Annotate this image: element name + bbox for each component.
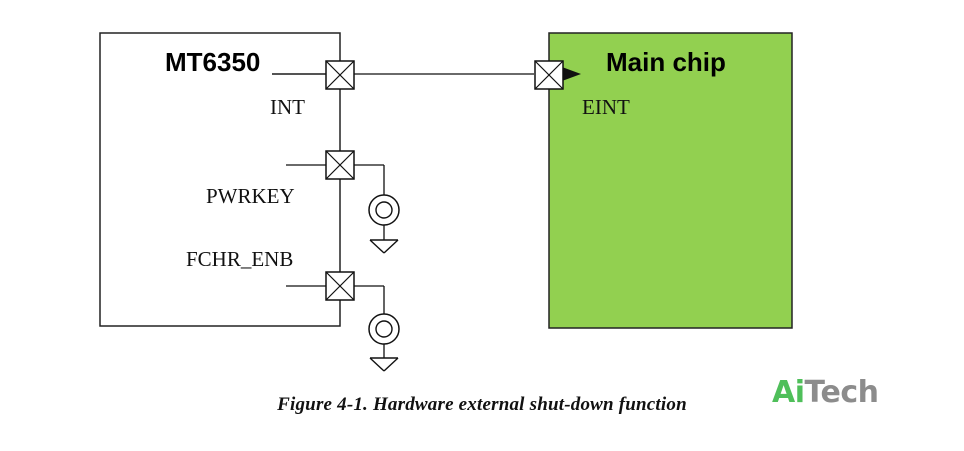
pad-eint-icon [534,60,564,90]
main-chip-title: Main chip [606,47,726,77]
fchr-enb-switch-icon [368,313,400,345]
pad-fchr-enb-icon [325,271,355,301]
pad-int-icon [325,60,355,90]
pin-label-pwrkey: PWRKEY [206,184,295,208]
mt6350-title: MT6350 [165,47,260,77]
fchr-enb-ground-icon [369,357,399,372]
aitech-logo: AiTech [772,373,879,413]
logo-part-ai: Ai [772,375,805,410]
pin-label-fchr-enb: FCHR_ENB [186,247,293,271]
main-chip-block [548,32,793,329]
mt6350-block [99,32,341,327]
pad-pwrkey-icon [325,150,355,180]
logo-part-tech: Tech [804,375,879,410]
arrow-head-icon [562,67,581,81]
figure-caption: Figure 4-1. Hardware external shut-down … [277,394,687,415]
pin-label-eint: EINT [582,95,630,119]
pin-label-int: INT [270,95,305,119]
pwrkey-switch-icon [368,194,400,226]
pwrkey-ground-icon [369,239,399,254]
